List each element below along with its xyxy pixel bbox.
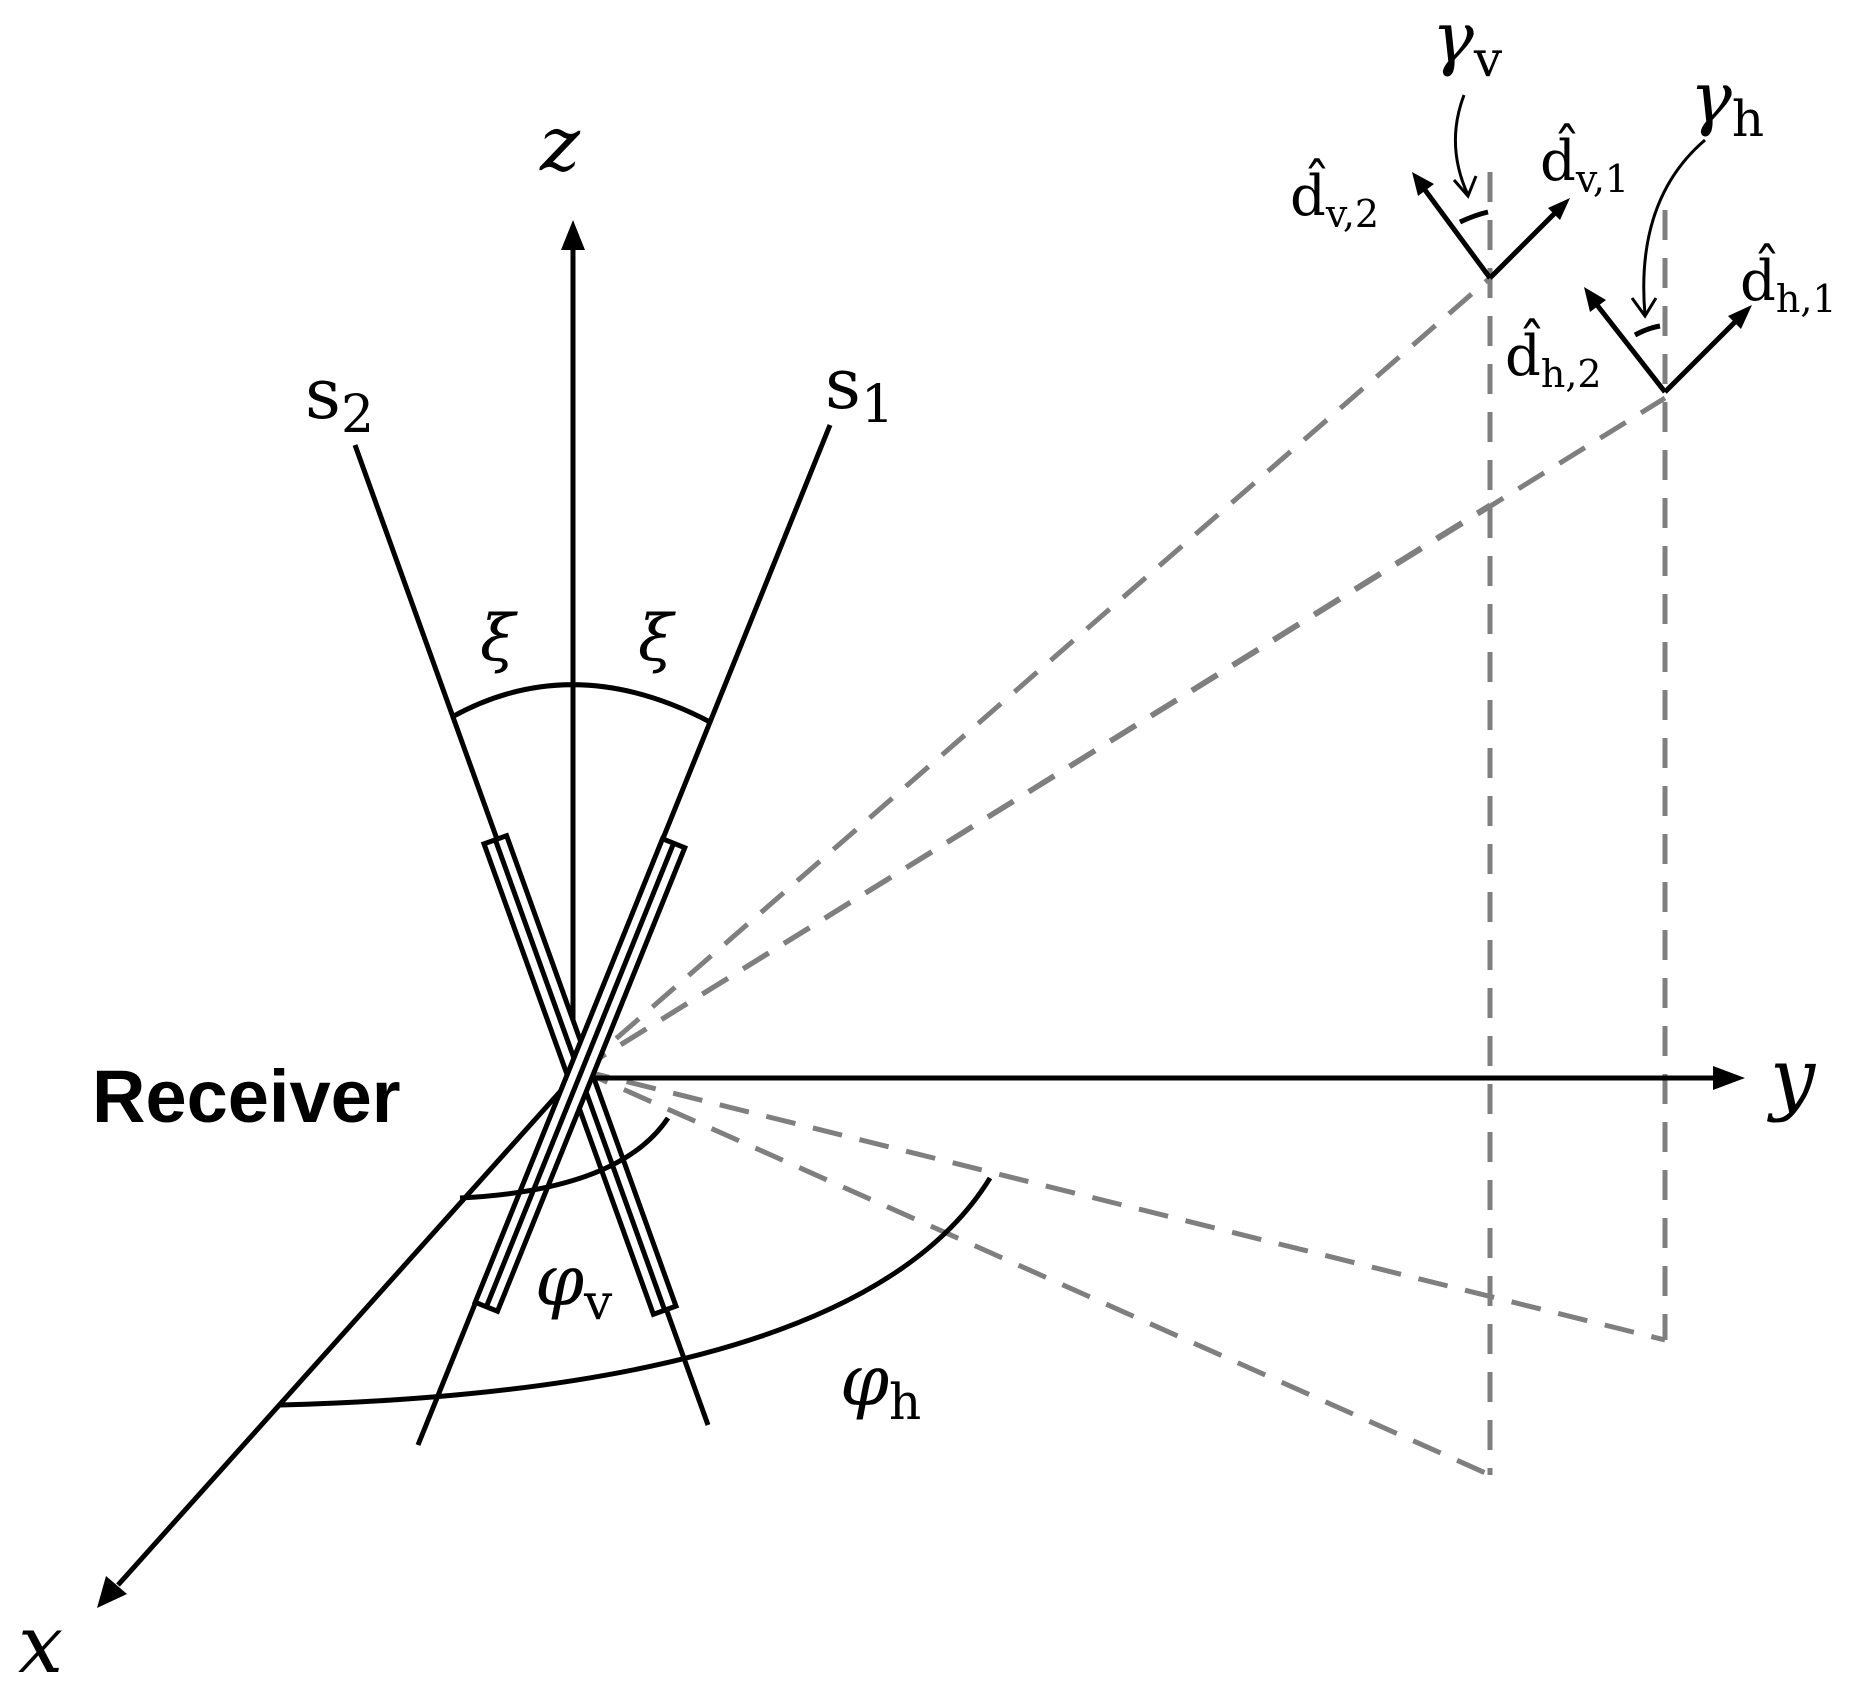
gamma-h-label: γh bbox=[1690, 57, 1764, 148]
phi-v-arc bbox=[459, 1116, 671, 1201]
gamma-h-label-sub: h bbox=[1732, 90, 1764, 148]
x-axis bbox=[116, 1073, 577, 1587]
d-v1-label: d̂v,1 bbox=[1540, 122, 1629, 201]
y-axis-label: y bbox=[1767, 1031, 1817, 1124]
gamma-h-label-base: γ bbox=[1690, 57, 1732, 139]
gamma-pointers bbox=[1452, 94, 1706, 319]
gamma-v-arc bbox=[1458, 209, 1489, 225]
d-v2-label: d̂v,2 bbox=[1290, 157, 1379, 236]
gamma-h-arc bbox=[1633, 323, 1661, 338]
d-h1-label-base: d̂ bbox=[1740, 242, 1776, 314]
d-h1-label: d̂h,1 bbox=[1740, 242, 1837, 321]
phi-h-label-sub: h bbox=[889, 1373, 921, 1431]
dashed-line-receiver-to-foot-v-upper bbox=[578, 502, 1492, 1073]
phi-v-label-base: φ bbox=[535, 1240, 584, 1322]
xi-arc bbox=[450, 682, 712, 725]
gamma-h-pointer bbox=[1642, 138, 1706, 316]
tx-vertical-directions bbox=[1412, 172, 1570, 280]
d-v1-arrowhead bbox=[1548, 198, 1570, 220]
s2-label-sub: 2 bbox=[341, 385, 374, 445]
phi-v-label-sub: v bbox=[583, 1273, 613, 1331]
z-axis-label: z bbox=[539, 99, 581, 188]
s2-label-base: s bbox=[305, 353, 341, 435]
xi-label-right: ξ bbox=[638, 602, 676, 676]
d-h2-label-sub: h,2 bbox=[1541, 352, 1602, 396]
gamma-v-pointer-head bbox=[1452, 175, 1478, 199]
d-h2-arrowhead bbox=[1584, 287, 1606, 312]
xi-label-left: ξ bbox=[480, 602, 518, 676]
x-axis-arrowhead bbox=[97, 1576, 127, 1608]
s1-label-base: s bbox=[825, 343, 861, 425]
tx-horizontal-directions bbox=[1584, 287, 1752, 394]
d-h1-arrowhead bbox=[1728, 305, 1752, 329]
x-axis-label: x bbox=[18, 1598, 63, 1691]
d-h2-label-base: d̂ bbox=[1505, 317, 1541, 389]
dashed-line-receiver-to-foot-v bbox=[578, 1067, 1492, 1478]
phi-h-arc bbox=[279, 1176, 993, 1408]
d-h2-arrow bbox=[1595, 303, 1667, 394]
d-h1-label-sub: h,1 bbox=[1776, 277, 1837, 321]
gamma-v-label-base: γ bbox=[1432, 0, 1474, 79]
gamma-v-pointer bbox=[1453, 94, 1470, 196]
d-v1-label-base: d̂ bbox=[1540, 122, 1576, 194]
coordinate-axes bbox=[97, 220, 1745, 1608]
d-v1-label-sub: v,1 bbox=[1575, 157, 1629, 201]
dashed-projection-lines bbox=[578, 172, 1668, 1478]
d-v2-arrowhead bbox=[1412, 172, 1434, 196]
angle-arcs bbox=[279, 682, 993, 1408]
z-axis-arrowhead bbox=[561, 220, 585, 250]
gamma-v-label-sub: v bbox=[1473, 30, 1503, 88]
s1-label: s1 bbox=[825, 343, 894, 435]
phi-h-label-base: φ bbox=[840, 1340, 889, 1422]
s2-label: s2 bbox=[305, 353, 374, 445]
s1-label-sub: 1 bbox=[861, 375, 894, 435]
d-v1-arrow bbox=[1488, 211, 1557, 280]
dashed-line-to-vertical-tx bbox=[578, 276, 1492, 1072]
d-v2-label-base: d̂ bbox=[1290, 157, 1326, 229]
gamma-v-label: γv bbox=[1432, 0, 1503, 88]
dashed-line-receiver-to-foot-h bbox=[579, 1067, 1666, 1343]
phi-h-label: φh bbox=[840, 1340, 921, 1431]
receiver-label: Receiver bbox=[92, 1055, 401, 1138]
d-v2-arrow bbox=[1422, 188, 1493, 280]
d-v2-label-sub: v,2 bbox=[1325, 192, 1379, 236]
y-axis-arrowhead bbox=[1713, 1066, 1745, 1090]
d-h1-arrow bbox=[1663, 320, 1737, 394]
gamma-h-pointer-head bbox=[1630, 297, 1658, 319]
phi-v-label: φv bbox=[535, 1240, 613, 1331]
d-h2-label: d̂h,2 bbox=[1505, 317, 1602, 396]
